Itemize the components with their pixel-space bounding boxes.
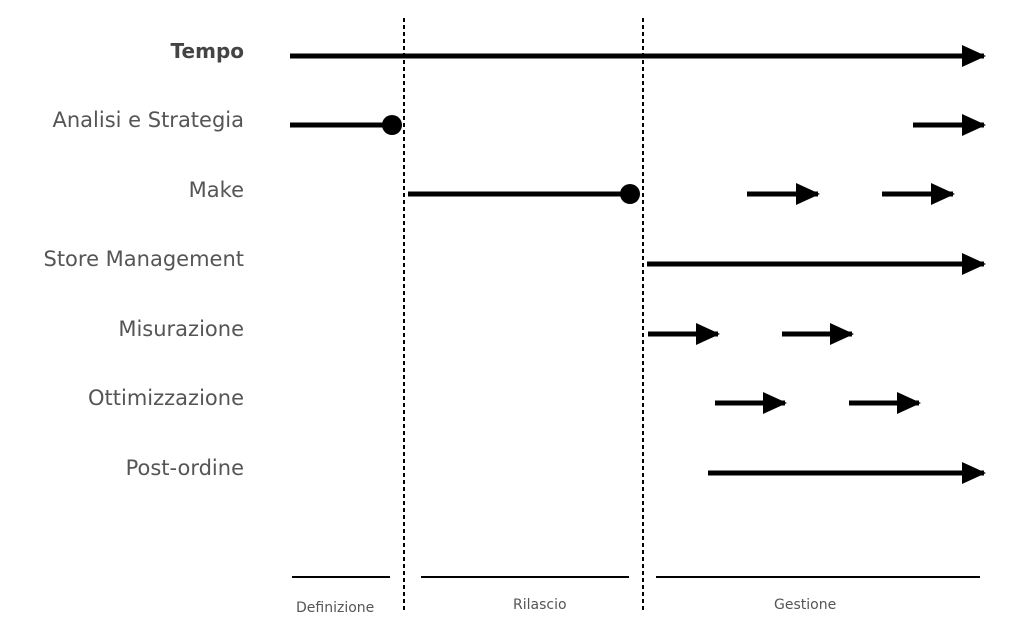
row-label-ottimizzazione: Ottimizzazione (88, 386, 244, 410)
row-label-post-ordine: Post-ordine (125, 456, 244, 480)
row-label-store-management: Store Management (43, 247, 244, 271)
analisi-milestone (382, 115, 402, 135)
row-label-misurazione: Misurazione (118, 317, 244, 341)
phase-label-rilascio: Rilascio (513, 597, 567, 613)
make-milestone (620, 184, 640, 204)
phase-label-definizione: Definizione (296, 600, 375, 616)
phase-label-gestione: Gestione (774, 597, 837, 613)
row-label-tempo: Tempo (170, 39, 244, 63)
row-label-analisi-strategia: Analisi e Strategia (52, 108, 244, 132)
row-label-make: Make (188, 178, 244, 202)
